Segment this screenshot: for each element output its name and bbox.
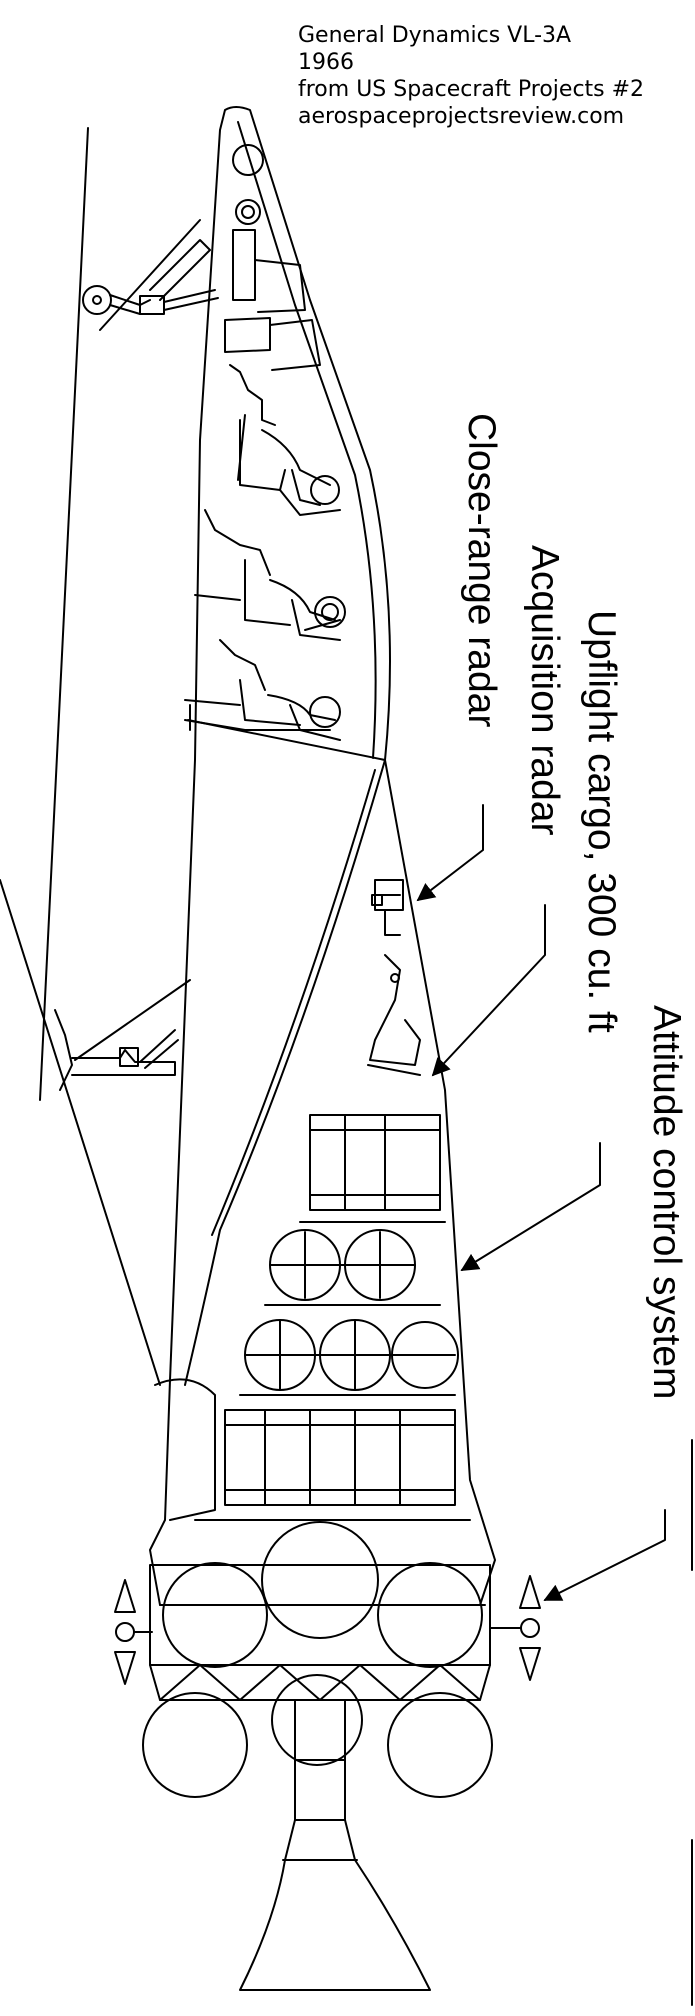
crew-bulkhead (187, 719, 386, 761)
cargo-bay-door-inner (211, 769, 376, 1236)
crew-member-2 (194, 509, 346, 641)
label-acquisition-radar: Acquisition radar (523, 545, 566, 836)
close-range-radar-leader (416, 804, 484, 902)
rcs-thruster-left (114, 1579, 153, 1685)
credit-source: from US Spacecraft Projects #2 (298, 77, 645, 102)
propellant-tanks (142, 1521, 493, 1798)
arm-strut-upper (99, 219, 201, 331)
credit-title: General Dynamics VL-3A (298, 23, 572, 48)
manipulator-arm-lower (54, 1009, 179, 1091)
acquisition-radar-leader (431, 904, 546, 1077)
arm-strut-lower (74, 979, 191, 1061)
credit-website: aerospaceprojectsreview.com (298, 104, 625, 129)
cargo-drums (154, 1114, 471, 1521)
acquisition-radar (367, 954, 421, 1076)
diagonal-guide-line (0, 879, 161, 1386)
cargo-bay-door (184, 759, 386, 1386)
main-engine-nozzle (239, 1819, 431, 1991)
fuselage-outline (149, 106, 496, 1606)
inner-skin-line (237, 121, 377, 759)
credit-block: General Dynamics VL-3A 1966 from US Spac… (298, 22, 644, 130)
rcs-thruster-right (489, 1575, 541, 1681)
label-upflight-cargo: Upflight cargo, 300 cu. ft (580, 610, 623, 1033)
close-range-radar (371, 879, 404, 936)
nose-equipment (224, 144, 321, 371)
credit-year: 1966 (298, 50, 354, 75)
crew-member-1 (229, 364, 341, 516)
outer-guide-line (39, 127, 89, 1101)
manipulator-arm-upper (82, 239, 219, 315)
crew-member-3 (184, 639, 341, 741)
label-close-range-radar: Close-range radar (460, 413, 503, 728)
label-attitude-control-system: Attitude control system (645, 1005, 688, 1400)
cargo-leader (460, 1142, 601, 1271)
attitude-control-leader (543, 1509, 666, 1601)
